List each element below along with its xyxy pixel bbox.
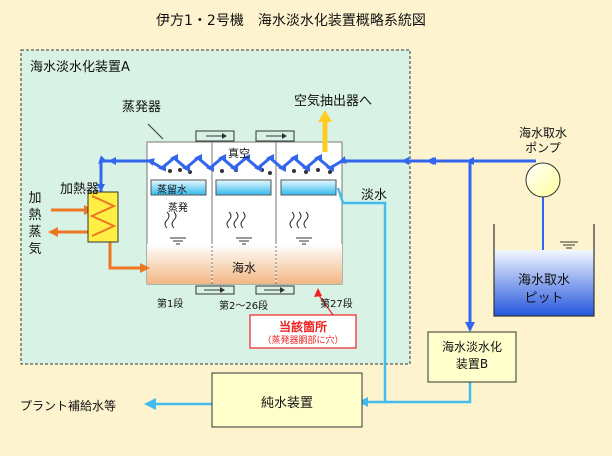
unit-b-label-line1: 海水淡水化 [441,340,502,354]
seawater-line-main [98,154,536,192]
affected-location-detail: （蒸発器胴部に穴） [262,336,344,346]
evaporation-label: 蒸発 [168,203,188,214]
distilled-water-tray-3 [280,179,337,196]
heating-steam-char-3: 蒸 [28,225,42,240]
heating-steam-char-4: 気 [28,242,42,257]
pure-water-box [211,372,363,428]
vacuum-label: 真空 [228,147,250,160]
steam-out-arrow [48,227,58,237]
unit-b-box [427,331,517,383]
heating-steam-label: 加 熱 蒸 気 [27,190,43,258]
seawater-intake-pump [525,162,561,198]
affected-location-box [249,314,357,349]
heated-seawater-line [108,238,146,270]
heater-label: 加熱器 [60,182,100,197]
evaporator-vessel [146,130,343,295]
heater [87,191,119,243]
plant-makeup-arrow [144,398,156,410]
pit-label-line1: 海水取水 [517,273,570,288]
stage2-26-label: 第2～26段 [219,301,269,312]
unit-b-label-line2: 装置B [455,357,489,371]
air-extractor-arrow [318,110,332,122]
stage27-label: 第27段 [320,299,353,310]
distilled-water-label: 蒸留水 [157,185,187,196]
seawater-pool [147,244,342,284]
seawater-label: 海水 [232,261,257,275]
affected-location-label: 当該箇所 [278,320,327,334]
evaporator-label: 蒸発器 [122,100,162,115]
distilled-water-tray-2 [215,179,272,196]
pump-label-line2: ポンプ [525,141,561,155]
unit-b-output-line [362,382,472,404]
pump-label-line1: 海水取水 [518,126,567,140]
air-extractor-label: 空気抽出器へ [294,94,373,109]
pump-label: 海水取水 ポンプ [505,126,581,156]
unit-a-label: 海水淡水化装置A [30,60,130,75]
heating-steam-char-1: 加 [28,191,42,206]
pit-label-line2: ピット [524,291,564,306]
fresh-water-line [336,187,387,402]
heating-steam-char-2: 熱 [28,208,42,223]
pure-water-label: 純水装置 [260,396,313,411]
stage1-label: 第1段 [157,299,184,310]
fresh-water-label: 淡水 [361,188,388,203]
plant-makeup-label: プラント補給水等 [20,399,117,413]
intake-pit [493,224,595,317]
diagram-title: 伊方1・2号機 海水淡水化装置概略系統図 [156,13,426,29]
pit-label: 海水取水 ピット [500,272,588,308]
unit-b-label: 海水淡水化 装置B [428,339,516,373]
distilled-water-tray-1 [150,179,207,196]
